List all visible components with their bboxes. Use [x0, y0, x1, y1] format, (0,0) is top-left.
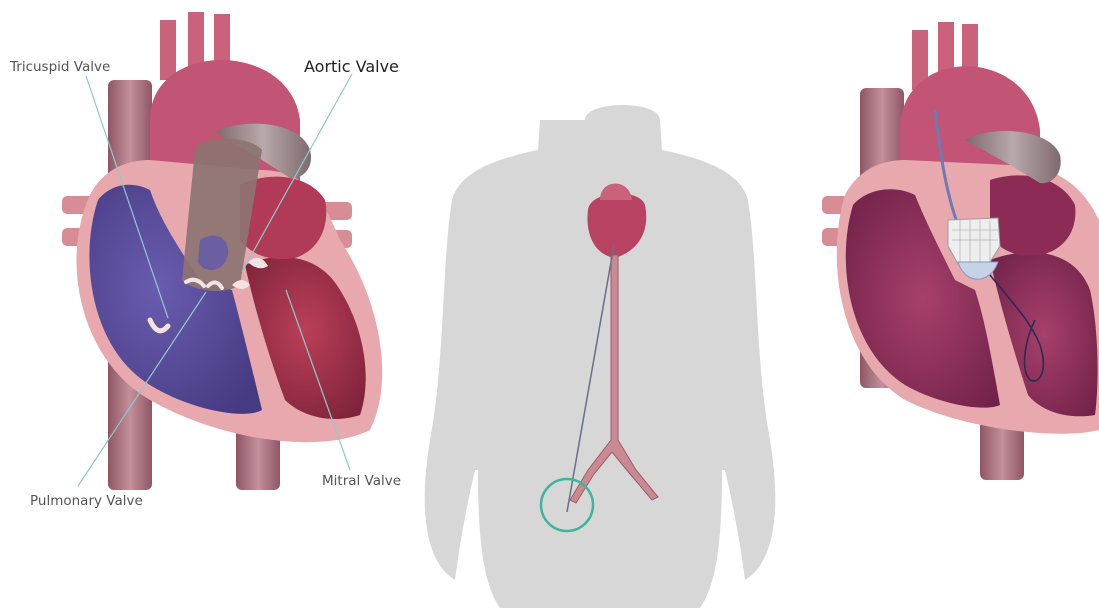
mitral-valve-label: Mitral Valve — [322, 473, 401, 489]
tricuspid-valve-label: Tricuspid Valve — [9, 59, 110, 75]
implant-valve-icon — [948, 218, 1000, 264]
body-silhouette-catheter-route-icon — [425, 105, 776, 608]
heart-cross-section-icon — [62, 12, 382, 490]
pulmonary-valve-label: Pulmonary Valve — [30, 493, 143, 509]
heart-valve-implant-icon — [822, 22, 1099, 480]
aortic-valve-label: Aortic Valve — [304, 57, 399, 76]
body-silhouette — [425, 105, 776, 608]
